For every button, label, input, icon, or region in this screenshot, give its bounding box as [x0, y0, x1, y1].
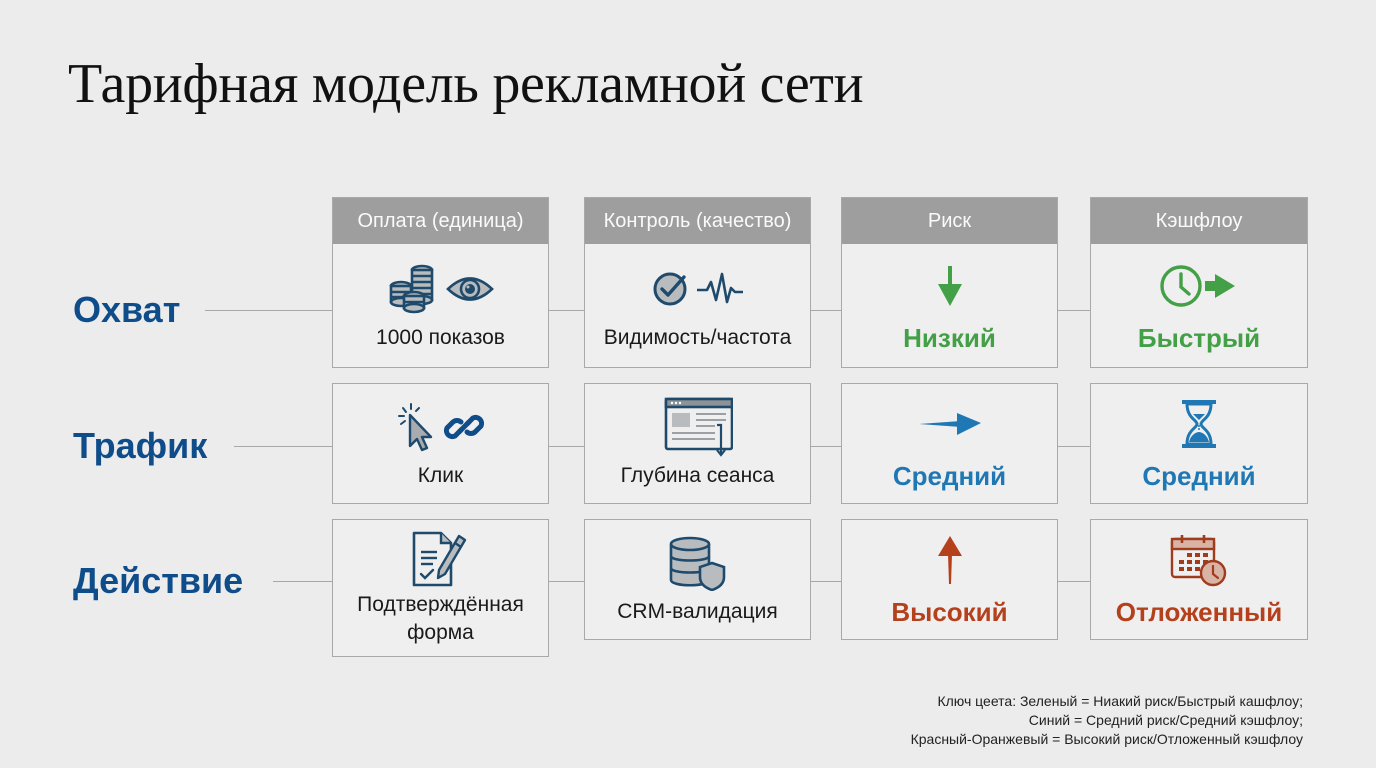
color-legend: Ключ цеета: Зеленый = Ниакий риск/Быстры…: [911, 692, 1303, 749]
cell-text: Глубина сеанса: [620, 463, 775, 487]
cell-text: Клик: [417, 463, 464, 487]
cell-action-payment: Подтверждённая форма: [332, 519, 549, 657]
legend-line-green: Ключ цеета: Зеленый = Ниакий риск/Быстры…: [937, 693, 1303, 709]
risk-level-low: Низкий: [903, 323, 996, 353]
column-header-control: Контроль (качество): [585, 198, 810, 244]
page-title: Тарифная модель рекламной сети: [68, 53, 864, 115]
cell-text: 1000 показов: [376, 325, 505, 349]
cashflow-level-fast: Быстрый: [1137, 323, 1261, 353]
calendar-clock-icon: [1169, 531, 1229, 589]
column-header-payment: Оплата (единица): [333, 198, 548, 244]
cashflow-level-medium: Средний: [1142, 461, 1256, 491]
risk-level-high: Высокий: [891, 597, 1008, 627]
row-label-traffic: Трафик: [73, 425, 208, 466]
column-header-risk: Риск: [842, 198, 1057, 244]
coins-eye-icon: [388, 260, 494, 318]
cell-traffic-control: Глубина сеанса: [584, 383, 811, 504]
column-header-cashflow: Кэшфлоу: [1091, 198, 1307, 244]
cashflow-level-delayed: Отложенный: [1115, 597, 1283, 627]
arrow-right-icon: [917, 395, 983, 453]
cell-action-control: CRM-валидация: [584, 519, 811, 640]
cell-action-risk: Высокий: [841, 519, 1058, 640]
hourglass-icon: [1179, 395, 1219, 453]
row-label-action: Действие: [73, 560, 244, 601]
browser-scroll-icon: [663, 397, 733, 457]
cell-traffic-payment: Клик: [332, 383, 549, 504]
legend-line-red: Красный-Оранжевый = Высокий риск/Отложен…: [910, 731, 1303, 747]
cell-traffic-cashflow: Средний: [1090, 383, 1308, 504]
risk-level-medium: Средний: [892, 461, 1007, 491]
cell-text: Подтверждённая форма: [357, 593, 524, 644]
cursor-link-icon: [397, 398, 485, 456]
cell-action-cashflow: Отложенный: [1090, 519, 1308, 640]
cell-reach-payment: Оплата (единица) 1000 показов: [332, 197, 549, 368]
database-shield-icon: [668, 534, 728, 592]
signed-form-icon: [411, 529, 471, 589]
arrow-up-icon: [935, 531, 965, 589]
check-pulse-icon: [651, 260, 745, 318]
arrow-down-icon: [935, 257, 965, 315]
clock-forward-icon: [1159, 257, 1239, 315]
legend-line-blue: Синий = Средний риск/Средний кэшфлоу;: [1028, 712, 1303, 728]
cell-reach-cashflow: Кэшфлоу Быстрый: [1090, 197, 1308, 368]
row-label-reach: Охват: [73, 289, 181, 330]
cell-reach-risk: Риск Низкий: [841, 197, 1058, 368]
cell-traffic-risk: Средний: [841, 383, 1058, 504]
cell-text: CRM-валидация: [617, 599, 778, 623]
cell-text: Видимость/частота: [603, 325, 792, 349]
cell-reach-control: Контроль (качество) Видимость/частота: [584, 197, 811, 368]
